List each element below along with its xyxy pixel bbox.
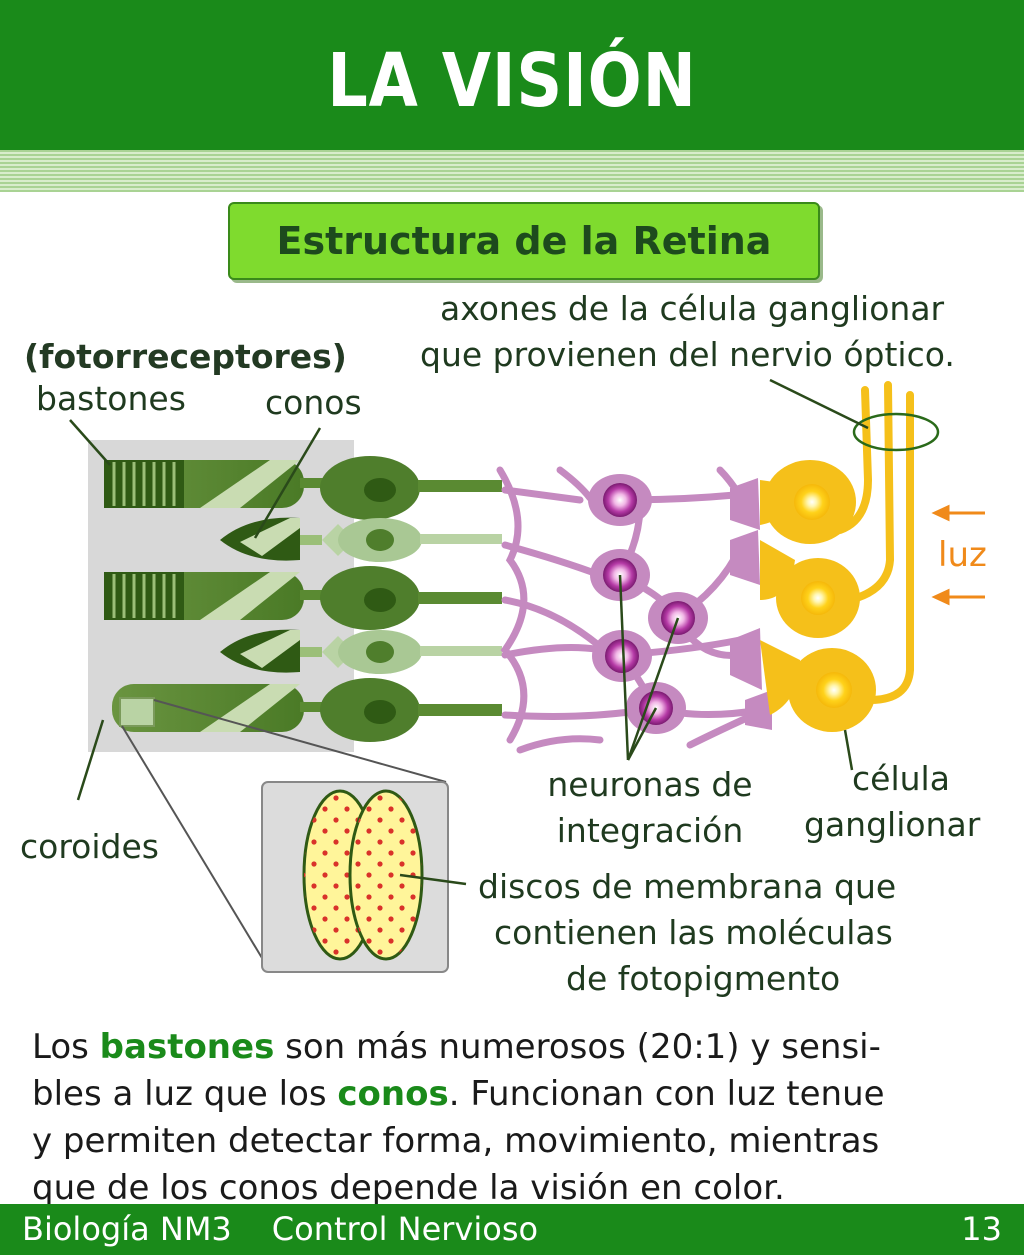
retina-diagram (69, 378, 985, 973)
diagram-subtitle: Estructura de la Retina (276, 219, 772, 263)
label-axons-line2: que provienen del nervio óptico. (420, 335, 955, 374)
label-light: luz (938, 535, 987, 575)
zoom-line-top (153, 699, 447, 783)
neuron-bodies (588, 474, 772, 734)
paragraph-line-3: y permiten detectar forma, movimiento, m… (32, 1121, 880, 1161)
rod-1 (104, 456, 502, 520)
light-arrows (931, 504, 985, 606)
axon-highlight-ellipse (852, 412, 940, 452)
rod-3 (112, 678, 502, 742)
footer-left: Biología NM3 Control Nervioso (22, 1210, 538, 1248)
label-integration-neurons-line1: neuronas de (547, 765, 753, 804)
zoom-line-bottom (121, 725, 263, 959)
label-axons-line1: axones de la célula ganglionar (440, 289, 945, 328)
paragraph-text: bles a luz que los (32, 1074, 338, 1114)
label-discs-line2: contienen las moléculas (494, 913, 893, 952)
footer-bar: Biología NM3 Control Nervioso 13 (0, 1204, 1024, 1255)
keyword-rods: bastones (99, 1027, 275, 1067)
label-ganglion-cell-line2: ganglionar (804, 805, 981, 844)
membrane-discs (302, 789, 424, 961)
label-rods: bastones (36, 379, 186, 418)
label-ganglion-cell-line1: célula (852, 759, 950, 798)
footer-unit: Control Nervioso (271, 1210, 539, 1248)
label-discs-line3: de fotopigmento (566, 959, 841, 998)
paragraph-line-2: bles a luz que los conos. Funcionan con … (32, 1071, 1000, 1118)
rod-2 (104, 566, 502, 630)
footer-course: Biología NM3 (22, 1210, 232, 1248)
subtitle-box: Estructura de la Retina (228, 202, 820, 280)
paragraph-line-4: que de los conos depende la visión en co… (32, 1168, 785, 1208)
leader-lines (69, 378, 869, 886)
description-paragraph: Los bastones son más numerosos (20:1) y … (32, 1024, 1000, 1212)
cone-2 (220, 629, 502, 674)
paragraph-text: Los (32, 1027, 100, 1067)
paragraph-line-1: Los bastones son más numerosos (20:1) y … (32, 1024, 1000, 1071)
paragraph-text: . Funcionan con luz tenue (448, 1074, 885, 1114)
paragraph-text: son más numerosos (20:1) y sensi- (274, 1027, 881, 1067)
cone-1 (220, 517, 502, 562)
page-title: LA VISIÓN (327, 38, 697, 124)
ganglion-bodies (760, 460, 876, 732)
label-cones: conos (265, 383, 362, 422)
header-bar (0, 0, 1024, 150)
label-discs-line1: discos de membrana que (478, 867, 897, 906)
header-stripe (0, 150, 1024, 192)
keyword-cones: conos (337, 1074, 449, 1114)
label-choroid: coroides (20, 827, 159, 866)
footer-page-number: 13 (961, 1210, 1002, 1248)
label-integration-neurons-line2: integración (556, 811, 744, 850)
label-photoreceptors: (fotorreceptores) (24, 337, 347, 376)
